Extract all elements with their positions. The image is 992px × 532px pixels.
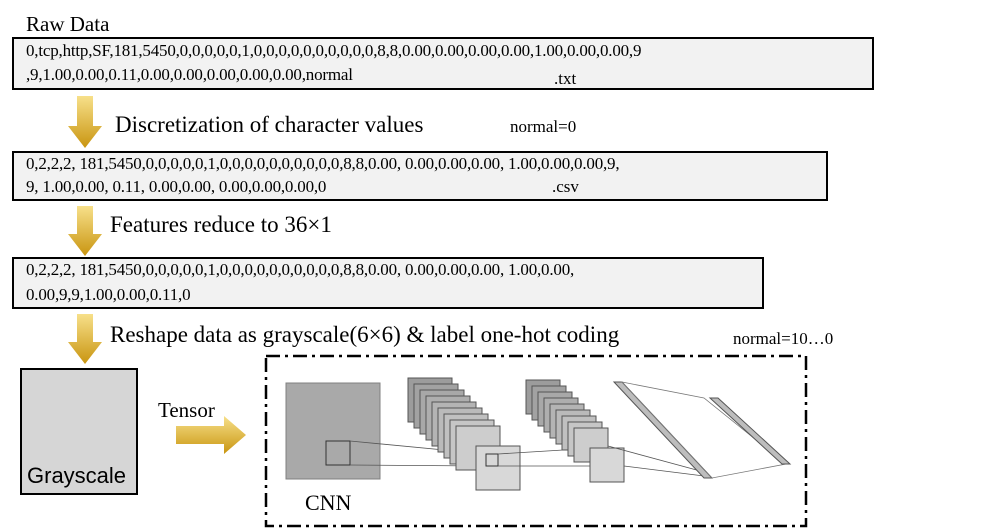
cnn-diagram [264,354,808,528]
cnn-input-map [285,382,381,480]
cnn-fc-layer-2 [708,397,792,465]
raw-data-extension: .txt [554,69,577,88]
csv-data-extension: .csv [552,177,579,196]
csv-data-box: 0,2,2,2, 181,5450,0,0,0,0,0,1,0,0,0,0,0,… [12,151,828,201]
raw-data-line-1: 0,tcp,http,SF,181,5450,0,0,0,0,0,1,0,0,0… [26,41,642,60]
step-reduce-label: Features reduce to 36×1 [110,212,332,237]
step-discretization-note: normal=0 [510,117,577,136]
grayscale-label: Grayscale [27,463,127,488]
raw-data-title: Raw Data [26,12,110,36]
csv-data-line-1: 0,2,2,2, 181,5450,0,0,0,0,0,1,0,0,0,0,0,… [26,154,620,173]
step-reshape-note: normal=10…0 [733,329,834,348]
step-reshape-label: Reshape data as grayscale(6×6) & label o… [110,322,620,347]
down-arrow-icon [68,206,102,256]
cnn-label: CNN [305,490,352,515]
step-discretization-label: Discretization of character values [115,112,424,137]
cnn-conv-stack-2 [525,379,625,483]
right-arrow-icon [176,416,246,454]
tensor-label: Tensor [158,398,215,422]
reduced-data-line-1: 0,2,2,2, 181,5450,0,0,0,0,0,1,0,0,0,0,0,… [26,260,575,279]
grayscale-box: Grayscale [20,368,138,495]
cnn-frame [264,354,808,528]
down-arrow-icon [68,96,102,148]
reduced-data-line-2: 0.00,9,9,1.00,0.00,0.11,0 [26,285,191,304]
reduced-data-box: 0,2,2,2, 181,5450,0,0,0,0,0,1,0,0,0,0,0,… [12,257,764,309]
cnn-input-kernel [325,440,351,466]
csv-data-line-2: 9, 1.00,0.00, 0.11, 0.00,0.00, 0.00,0.00… [26,177,327,196]
raw-data-line-2: ,9,1.00,0.00,0.11,0.00,0.00,0.00,0.00,0.… [26,65,353,84]
cnn-conv-stack-1 [407,377,521,491]
raw-data-box: 0,tcp,http,SF,181,5450,0,0,0,0,0,1,0,0,0… [12,37,874,90]
down-arrow-icon [68,314,102,364]
